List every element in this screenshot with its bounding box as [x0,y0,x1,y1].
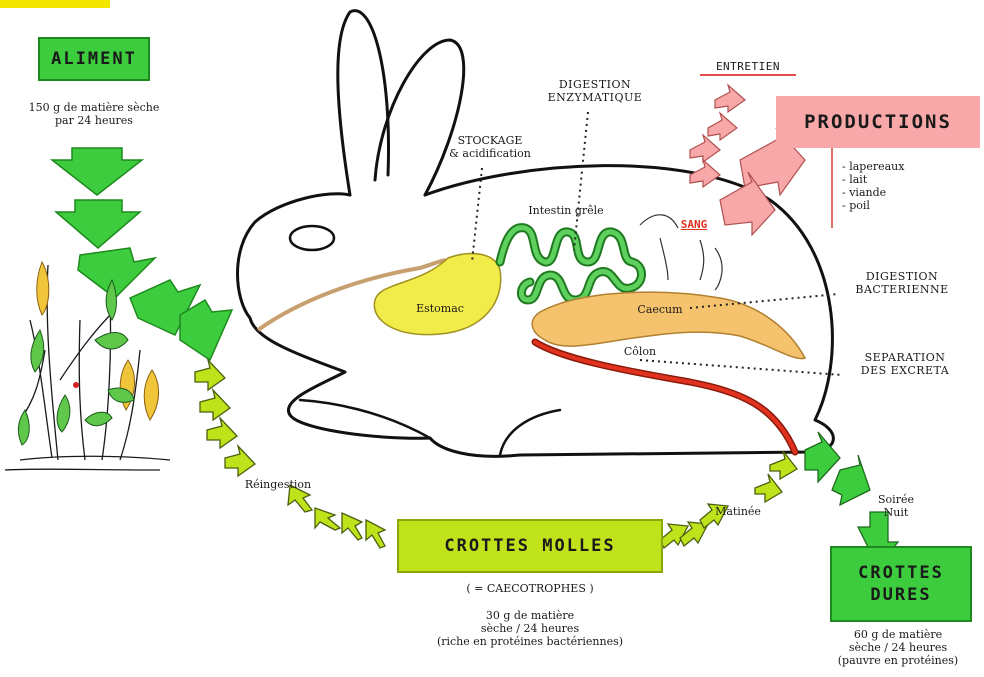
separation-line-1: SEPARATION [838,351,972,364]
production-item-viande: - viande [842,186,922,199]
crottes-dures-description: 60 g de matière sèche / 24 heures (pauvr… [812,628,984,667]
aliment-title: ALIMENT [51,49,137,69]
entretien-label: ENTRETIEN [700,60,796,76]
colon-label: Côlon [612,345,668,358]
production-item-poil: - poil [842,199,922,212]
dures-desc-line-2: sèche / 24 heures [812,641,984,654]
sang-label: SANG [670,218,718,232]
stomach-shape [374,254,500,335]
digestion-enzymatique-label: DIGESTION ENZYMATIQUE [530,78,660,104]
molles-desc-line-2: sèche / 24 heures [390,622,670,635]
crottes-molles-description: 30 g de matière sèche / 24 heures (riche… [390,609,670,648]
dures-desc-line-3: (pauvre en protéines) [812,654,984,667]
crottes-dures-title-1: CROTTES [858,562,944,584]
productions-box: PRODUCTIONS [776,96,980,148]
soiree-nuit-label: Soirée Nuit [862,493,930,519]
digestion-bacterienne-line-2: BACTERIENNE [836,283,968,296]
productions-title: PRODUCTIONS [804,111,952,133]
separation-label: SEPARATION DES EXCRETA [838,351,972,377]
crottes-molles-box: CROTTES MOLLES [397,519,663,573]
reingestion-label: Réingestion [232,478,324,491]
intestin-grele-label: Intestin grêle [514,204,618,217]
stockage-label: STOCKAGE & acidification [430,134,550,160]
leaves [18,280,134,445]
digestion-enzymatique-line-1: DIGESTION [530,78,660,91]
production-item-lapereaux: - lapereaux [842,160,922,173]
productions-list: - lapereaux - lait - viande - poil [842,160,922,212]
crottes-dures-box: CROTTES DURES [830,546,972,622]
crottes-dures-title-2: DURES [870,584,931,606]
colon-inner [535,342,795,452]
aliment-description: 150 g de matière sèche par 24 heures [6,101,182,127]
aliment-desc-line-1: 150 g de matière sèche [6,101,182,114]
aliment-box: ALIMENT [38,37,150,81]
crottes-molles-title: CROTTES MOLLES [444,536,615,556]
matinee-label: Matinée [704,505,772,518]
stockage-line-2: & acidification [430,147,550,160]
molles-desc-line-3: (riche en protéines bactériennes) [390,635,670,648]
molles-desc-line-1: 30 g de matière [390,609,670,622]
caecum-label: Caecum [625,303,695,316]
stockage-line-1: STOCKAGE [430,134,550,147]
plant-flower [73,382,79,388]
caecotrophes-label: ( = CAECOTROPHES ) [440,582,620,595]
estomac-label: Estomac [405,302,475,315]
digestion-bacterienne-label: DIGESTION BACTERIENNE [836,270,968,296]
digestion-enzymatique-line-2: ENZYMATIQUE [530,91,660,104]
aliment-desc-line-2: par 24 heures [6,114,182,127]
separation-line-2: DES EXCRETA [838,364,972,377]
soiree-line-2: Nuit [862,506,930,519]
production-item-lait: - lait [842,173,922,186]
soiree-line-1: Soirée [862,493,930,506]
aliment-arrows [52,148,232,360]
dures-desc-line-1: 60 g de matière [812,628,984,641]
corner-bar [0,0,110,8]
digestion-bacterienne-line-1: DIGESTION [836,270,968,283]
